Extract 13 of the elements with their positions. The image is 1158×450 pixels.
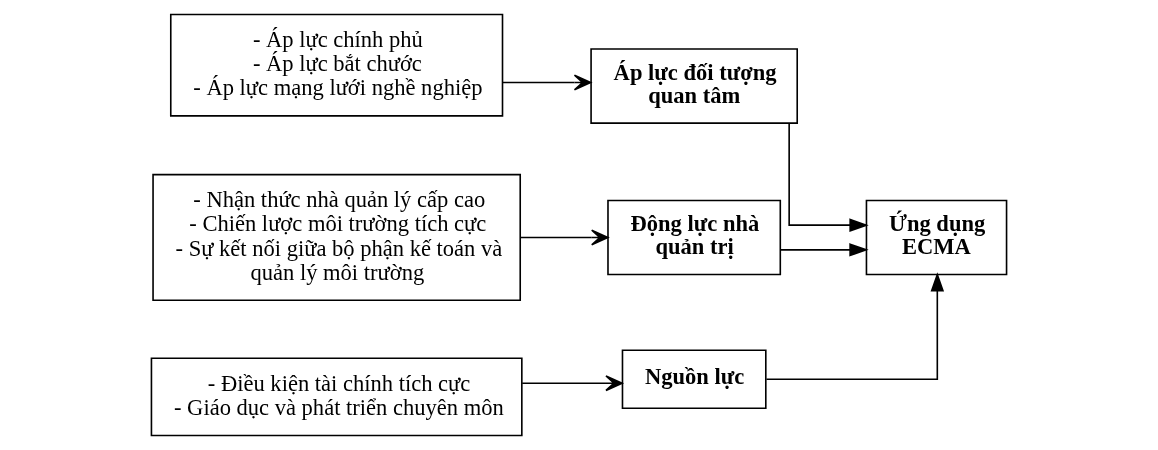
arrow	[519, 229, 609, 246]
node-box: Ứng dụng ECMA	[865, 199, 1008, 276]
node-box: - Điều kiện tài chính tích cực - Giáo dục và phát triển chuyên môn	[150, 357, 523, 437]
node-box: Nguồn lực	[621, 349, 767, 409]
node-box: Áp lực đối tượng quan tâm	[590, 48, 798, 124]
node-box: - Nhận thức nhà quản lý cấp cao - Chiến lược môi trường tích cực - Sự kết nối giữa bộ phận kế toán và quản lý môi trường	[152, 173, 522, 302]
arrow	[502, 74, 592, 91]
arrow	[780, 243, 869, 257]
node-box: Động lực nhà quản trị	[607, 199, 782, 276]
arrow	[765, 272, 945, 380]
arrow	[521, 375, 623, 392]
node-box: - Áp lực chính phủ - Áp lực bắt chước - Áp lực mạng lưới nghề nghiệp	[169, 13, 504, 117]
arrow	[788, 122, 869, 232]
